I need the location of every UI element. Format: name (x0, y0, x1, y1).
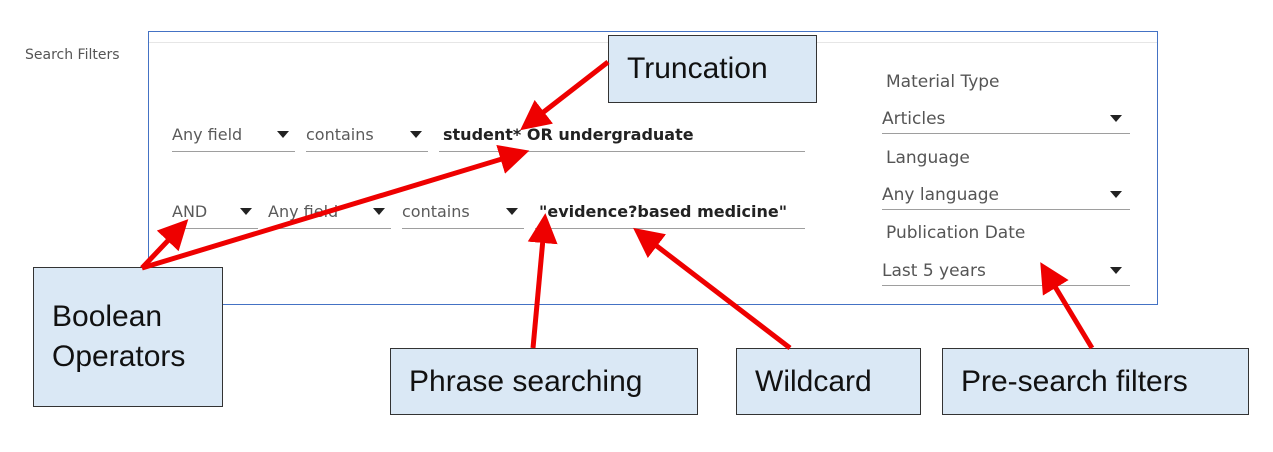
boolean-select-row2[interactable]: AND (172, 195, 258, 229)
boolean-callout-line2: Operators (52, 340, 186, 373)
boolean-select-label: AND (172, 202, 208, 221)
operator-select-label: contains (306, 125, 374, 144)
pre-search-filters-callout: Pre-search filters (942, 348, 1249, 415)
caret-down-icon (240, 208, 252, 215)
field-select-row1[interactable]: Any field (172, 118, 295, 152)
boolean-callout-line1: Boolean (52, 299, 163, 333)
phrase-searching-callout: Phrase searching (390, 348, 698, 415)
caret-down-icon (506, 208, 518, 215)
operator-select-row2[interactable]: contains (402, 195, 524, 229)
publication-date-value: Last 5 years (882, 260, 986, 281)
operator-select-row1[interactable]: contains (306, 118, 428, 152)
truncation-arrow (520, 60, 610, 131)
caret-down-icon (373, 208, 385, 215)
material-type-label: Material Type (886, 72, 1000, 92)
pre-search-filters-arrow (1040, 262, 1095, 350)
search-filters-title: Search Filters (25, 47, 120, 63)
publication-date-select[interactable]: Last 5 years (882, 256, 1130, 286)
language-value: Any language (882, 184, 1000, 205)
search-term-input-row1[interactable]: student* OR undergraduate (439, 118, 805, 152)
material-type-select[interactable]: Articles (882, 104, 1130, 134)
caret-down-icon (1110, 191, 1122, 198)
field-select-label: Any field (172, 125, 243, 144)
language-label: Language (886, 148, 970, 168)
caret-down-icon (1110, 115, 1122, 122)
phrase-arrow (527, 213, 558, 349)
language-select[interactable]: Any language (882, 180, 1130, 210)
publication-date-label: Publication Date (886, 223, 1026, 243)
boolean-arrow-to-or (141, 144, 530, 271)
operator-select-label: contains (402, 202, 470, 221)
boolean-operators-callout: Boolean Operators (33, 267, 223, 407)
caret-down-icon (410, 131, 422, 138)
material-type-value: Articles (882, 108, 946, 129)
truncation-callout: Truncation (608, 35, 817, 103)
caret-down-icon (1110, 267, 1122, 274)
wildcard-arrow (633, 227, 792, 350)
search-term-input-row2[interactable]: "evidence?based medicine" (535, 195, 805, 229)
wildcard-callout: Wildcard (736, 348, 921, 415)
caret-down-icon (277, 131, 289, 138)
boolean-arrow-to-and (140, 219, 189, 270)
